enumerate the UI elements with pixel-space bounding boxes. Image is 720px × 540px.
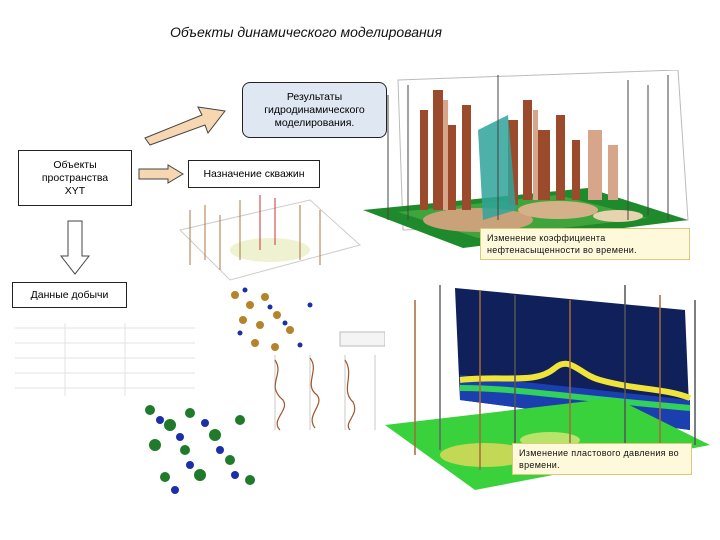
pressure-caption: Изменение пластового давления во времени… [512,443,692,475]
production-table-image [15,318,195,398]
production-data-label: Данные добычи [31,289,109,302]
results-label: Результаты гидродинамического моделирова… [264,91,365,130]
saturation-caption: Изменение коэффициента нефтенасыщенности… [480,228,690,260]
well-assignment-box: Назначение скважин [188,160,320,188]
xyt-objects-box: Объекты пространства XYT [18,150,132,206]
production-data-box: Данные добычи [12,282,127,308]
arrow-down-icon [60,220,90,275]
xyt-objects-label: Объекты пространства XYT [42,159,108,198]
page-title: Объекты динамического моделирования [170,24,530,40]
results-box: Результаты гидродинамического моделирова… [242,82,387,138]
arrow-right-up-icon [140,103,230,148]
arrow-right-icon [138,164,184,184]
well-assignment-label: Назначение скважин [203,168,304,181]
well-log-image [255,330,385,435]
production-map-image [130,395,270,500]
